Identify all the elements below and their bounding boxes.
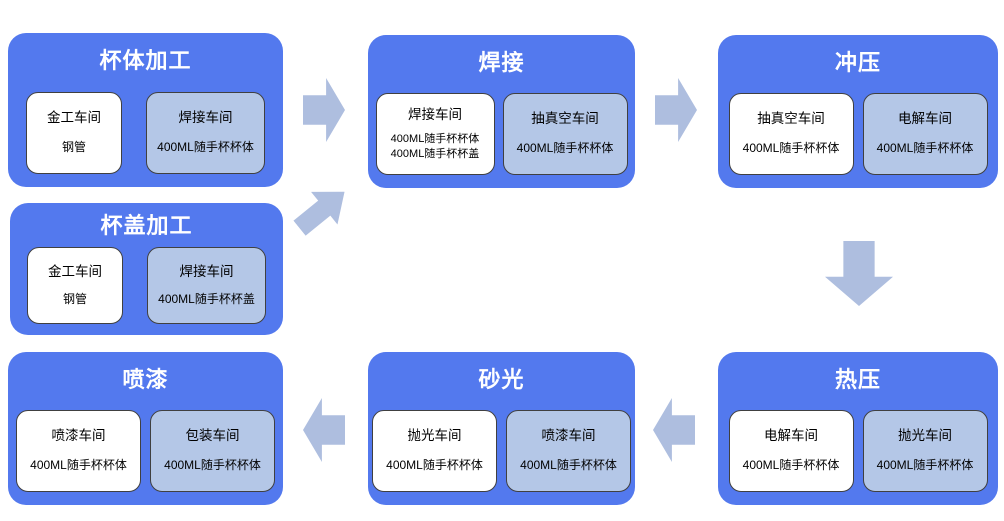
workshop-card: 抛光车间 400ML随手杯杯体 [372,410,497,492]
workshop-card: 金工车间 钢管 [26,92,122,174]
workshop-card: 电解车间 400ML随手杯杯体 [862,93,988,175]
card-title: 金工车间 [47,110,101,126]
arrow-down-icon [825,241,893,306]
card-line: 400ML随手杯杯体 [520,458,617,472]
process-node-cup-body: 杯体加工 金工车间 钢管 焊接车间 400ML随手杯杯体 [8,33,283,187]
node-title: 冲压 [834,50,881,75]
process-node-cup-lid: 杯盖加工 金工车间 钢管 焊接车间 400ML随手杯杯盖 [10,203,283,335]
card-row: 金工车间 钢管 焊接车间 400ML随手杯杯体 [8,92,283,174]
card-line: 400ML随手杯杯体 [876,458,974,472]
card-title: 抽真空车间 [757,111,825,127]
card-line: 400ML随手杯杯盖 [390,147,480,160]
card-lines: 400ML随手杯杯体 400ML随手杯杯盖 [391,132,480,161]
process-node-sanding: 砂光 抛光车间 400ML随手杯杯体 喷漆车间 400ML随手杯杯体 [368,352,635,505]
process-node-hot-pressing: 热压 电解车间 400ML随手杯杯体 抛光车间 400ML随手杯杯体 [718,352,998,505]
card-line: 钢管 [62,291,87,306]
arrow-left-icon [303,398,345,462]
node-title: 焊接 [478,50,525,75]
card-line: 400ML随手杯杯盖 [158,291,255,306]
card-title: 喷漆车间 [541,428,596,444]
card-title: 抛光车间 [898,428,952,444]
node-title: 杯体加工 [99,48,192,73]
process-node-welding: 焊接 焊接车间 400ML随手杯杯体 400ML随手杯杯盖 抽真空车间 400M… [368,35,635,188]
workshop-card: 电解车间 400ML随手杯杯体 [728,410,854,492]
card-title: 电解车间 [764,428,818,444]
card-row: 抛光车间 400ML随手杯杯体 喷漆车间 400ML随手杯杯体 [368,410,635,492]
workshop-card: 焊接车间 400ML随手杯杯体 400ML随手杯杯盖 [375,93,495,175]
workshop-card: 抽真空车间 400ML随手杯杯体 [728,93,854,175]
card-title: 抛光车间 [407,428,462,444]
card-title: 电解车间 [898,111,952,127]
card-line: 400ML随手杯杯体 [386,458,483,472]
workshop-card: 喷漆车间 400ML随手杯杯体 [16,410,141,492]
card-title: 焊接车间 [408,107,462,123]
node-title: 喷漆 [122,367,169,392]
card-title: 焊接车间 [179,263,234,279]
process-node-stamping: 冲压 抽真空车间 400ML随手杯杯体 电解车间 400ML随手杯杯体 [718,35,998,188]
card-line: 400ML随手杯杯体 [876,141,974,155]
arrow-right-icon [655,78,697,142]
workshop-card: 焊接车间 400ML随手杯杯盖 [147,247,266,324]
card-line: 400ML随手杯杯体 [390,133,480,146]
card-title: 焊接车间 [178,110,233,126]
workshop-card: 焊接车间 400ML随手杯杯体 [146,92,265,174]
workshop-card: 抛光车间 400ML随手杯杯体 [862,410,988,492]
arrow-up-right-icon [286,175,358,244]
card-line: 钢管 [61,140,86,154]
card-line: 400ML随手杯杯体 [742,458,840,472]
workshop-card: 喷漆车间 400ML随手杯杯体 [506,410,631,492]
card-row: 抽真空车间 400ML随手杯杯体 电解车间 400ML随手杯杯体 [718,93,998,175]
workshop-card: 金工车间 钢管 [27,247,123,324]
card-title: 金工车间 [48,263,102,279]
card-line: 400ML随手杯杯体 [742,141,840,155]
node-title: 砂光 [478,367,525,392]
card-line: 400ML随手杯杯体 [516,141,614,155]
node-title: 热压 [834,367,881,392]
card-row: 喷漆车间 400ML随手杯杯体 包装车间 400ML随手杯杯体 [8,410,283,492]
card-title: 包装车间 [185,428,240,444]
card-line: 400ML随手杯杯体 [164,458,261,472]
workshop-card: 包装车间 400ML随手杯杯体 [150,410,275,492]
card-line: 400ML随手杯杯体 [157,140,254,154]
node-title: 杯盖加工 [100,213,193,238]
process-node-painting: 喷漆 喷漆车间 400ML随手杯杯体 包装车间 400ML随手杯杯体 [8,352,283,505]
arrow-left-icon [653,398,695,462]
card-row: 焊接车间 400ML随手杯杯体 400ML随手杯杯盖 抽真空车间 400ML随手… [368,93,635,175]
workshop-card: 抽真空车间 400ML随手杯杯体 [502,93,628,175]
card-row: 金工车间 钢管 焊接车间 400ML随手杯杯盖 [10,247,283,324]
card-title: 抽真空车间 [531,111,599,127]
card-row: 电解车间 400ML随手杯杯体 抛光车间 400ML随手杯杯体 [718,410,998,492]
card-line: 400ML随手杯杯体 [30,458,127,472]
arrow-right-icon [303,78,345,142]
card-title: 喷漆车间 [51,428,106,444]
